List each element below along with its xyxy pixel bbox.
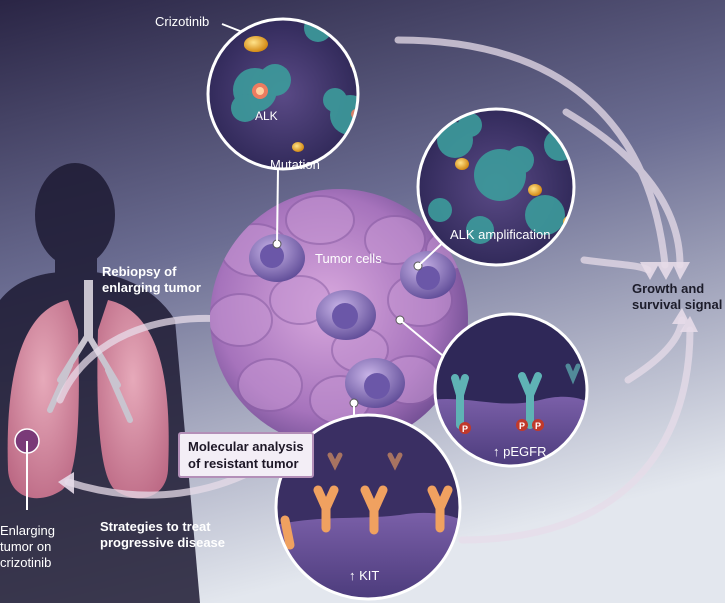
molecular-line-1: Molecular analysis: [188, 439, 304, 454]
growth-survival-label: Growth and survival signal: [632, 281, 722, 313]
tumor-cells-label: Tumor cells: [315, 251, 382, 266]
kit-receptor: [280, 452, 453, 550]
molecular-analysis-box: Molecular analysis of resistant tumor: [178, 432, 314, 478]
strategies-label: Strategies to treat progressive disease: [100, 519, 225, 551]
phospho-label: P: [535, 421, 541, 431]
strategies-line-2: progressive disease: [100, 535, 226, 550]
tumor-cell: [249, 234, 305, 282]
enlarging-tumor-label: Enlarging tumor on crizotinib: [0, 523, 55, 571]
tumor-cell: [316, 290, 405, 340]
enlarging-line-1: Enlarging: [0, 523, 55, 538]
enlarging-line-2: tumor on: [0, 539, 52, 554]
growth-line-2: survival signal: [632, 297, 723, 312]
phospho-label: P: [462, 424, 468, 434]
enlarging-line-3: crizotinib: [0, 555, 52, 570]
molecular-line-2: of resistant tumor: [188, 456, 299, 471]
rebiopsy-line-1: Rebiopsy of: [102, 264, 177, 279]
tumor-cells: [249, 234, 456, 408]
kit-label: ↑ KIT: [349, 568, 380, 583]
phospho-badges: [459, 419, 544, 434]
pegfr-label: ↑ pEGFR: [493, 444, 547, 459]
growth-line-1: Growth and: [632, 281, 705, 296]
crizotinib-label: Crizotinib: [155, 14, 210, 29]
egfr-receptor: [451, 363, 581, 429]
alk-protein: [231, 19, 358, 135]
mutation-label: Mutation: [270, 157, 320, 172]
inset-kit: [274, 413, 462, 601]
phospho-label: P: [519, 421, 525, 431]
strategies-line-1: Strategies to treat: [100, 519, 211, 534]
inset-pegfr: [433, 312, 589, 468]
inset-mutation: [206, 17, 360, 171]
inset-alk-amplification: [416, 107, 576, 267]
tumor-cell: [400, 251, 456, 299]
alk-label: ALK: [255, 109, 278, 123]
alk-amplification-label: ALK amplification: [450, 227, 551, 242]
rebiopsy-label: Rebiopsy of enlarging tumor: [102, 264, 201, 296]
rebiopsy-line-2: enlarging tumor: [102, 280, 201, 295]
crizotinib-icon: [244, 36, 268, 52]
lungs-illustration: [7, 280, 169, 499]
tumor-cell: [345, 358, 405, 408]
